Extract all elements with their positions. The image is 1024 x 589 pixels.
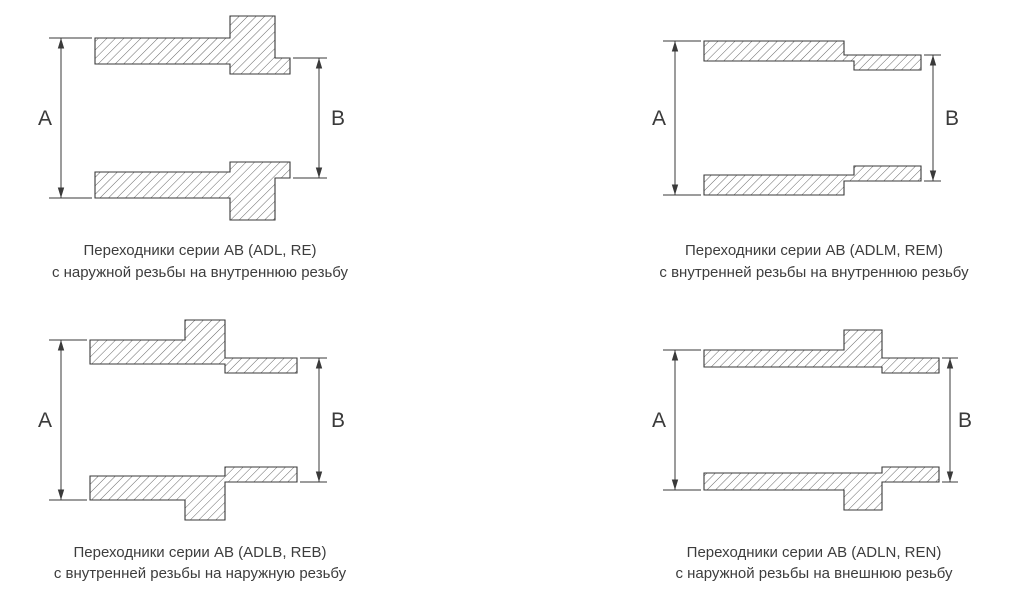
adapter-cross-section-drawing-adlb-reb: A B (38, 318, 345, 521)
fitting-body (89, 318, 298, 521)
fitting-lower-section (703, 465, 940, 511)
arrow-down-icon (57, 187, 65, 198)
dimension-a (663, 349, 701, 490)
fitting-lower-section (94, 161, 291, 221)
arrow-down-icon (57, 489, 65, 500)
figure-caption: Переходники серии AB (ADLB, REB) с внутр… (22, 542, 378, 586)
dimension-label-a: A (652, 409, 666, 432)
arrow-up-icon (57, 339, 65, 350)
dimension-a (49, 339, 87, 500)
fitting-body (94, 15, 291, 221)
caption-line-2: с наружной резьбы на внешнюю резьбу (675, 565, 953, 583)
caption-line-1: Переходники серии AB (ADLN, REN) (686, 543, 942, 561)
arrow-up-icon (315, 58, 323, 69)
dimension-b (924, 54, 941, 182)
dimension-a (49, 37, 92, 199)
arrow-up-icon (671, 41, 679, 52)
arrow-up-icon (929, 55, 937, 66)
dimension-b (942, 357, 958, 482)
caption-line-1: Переходники серии AB (ADLB, REB) (73, 543, 327, 561)
caption-line-2: с внутренней резьбы на внутреннюю резьбу (659, 263, 969, 281)
caption-line-1: Переходники серии AB (ADLM, REM) (685, 242, 943, 259)
arrow-down-icon (929, 170, 937, 181)
dimension-b (300, 357, 327, 482)
arrow-up-icon (315, 357, 323, 368)
caption-line-2: с наружной резьбы на внутреннюю резьбу (51, 263, 349, 281)
figure-caption: Переходники серии AB (ADLN, REN) с наруж… (636, 542, 992, 586)
dimension-a (663, 40, 701, 196)
figure-caption: Переходники серии AB (ADLM, REM) с внутр… (636, 240, 992, 284)
fitting-lower-section (703, 165, 922, 196)
adapter-cross-section-drawing-adlm-rem: A B (652, 40, 959, 196)
caption-line-1: Переходники серии AB (ADL, RE) (83, 242, 317, 259)
adapter-cross-section-drawing-adln-ren: A B (652, 328, 972, 511)
fitting-upper-section (89, 318, 298, 374)
fitting-body (703, 328, 940, 511)
fitting-body (703, 40, 922, 196)
fitting-upper-section (703, 328, 940, 374)
arrow-down-icon (315, 167, 323, 178)
diagram-row-top: A B Переходники серии AB (ADL, RE) с нар… (14, 8, 1006, 284)
arrow-down-icon (946, 471, 954, 482)
arrow-down-icon (671, 479, 679, 490)
figure-adlb-reb: A B Переходники серии AB (ADLB, REB) с в… (22, 310, 378, 586)
fitting-upper-section (94, 15, 291, 75)
figure-adl-re: A B Переходники серии AB (ADL, RE) с нар… (22, 8, 378, 284)
dimension-label-b: B (958, 409, 972, 432)
dimension-b (293, 57, 327, 179)
arrow-up-icon (57, 38, 65, 49)
dimension-label-a: A (652, 107, 666, 130)
figure-caption: Переходники серии AB (ADL, RE) с наружно… (22, 240, 378, 284)
arrow-down-icon (671, 184, 679, 195)
dimension-label-b: B (945, 107, 959, 130)
diagram-row-bottom: A B Переходники серии AB (ADLB, REB) с в… (14, 310, 1006, 586)
dimension-label-a: A (38, 409, 52, 432)
adapter-cross-section-drawing-adl-re: A B (38, 15, 345, 221)
dimension-label-a: A (38, 107, 52, 130)
fitting-lower-section (89, 465, 298, 521)
arrow-down-icon (315, 471, 323, 482)
fitting-upper-section (703, 40, 922, 71)
figure-adlm-rem: A B Переходники серии AB (ADLM, REM) с в… (636, 8, 992, 284)
figure-adln-ren: A B Переходники серии AB (ADLN, REN) с н… (636, 310, 992, 586)
arrow-up-icon (946, 357, 954, 368)
dimension-label-b: B (331, 107, 345, 130)
caption-line-2: с внутренней резьбы на наружную резьбу (53, 565, 347, 583)
arrow-up-icon (671, 349, 679, 360)
dimension-label-b: B (331, 409, 345, 432)
